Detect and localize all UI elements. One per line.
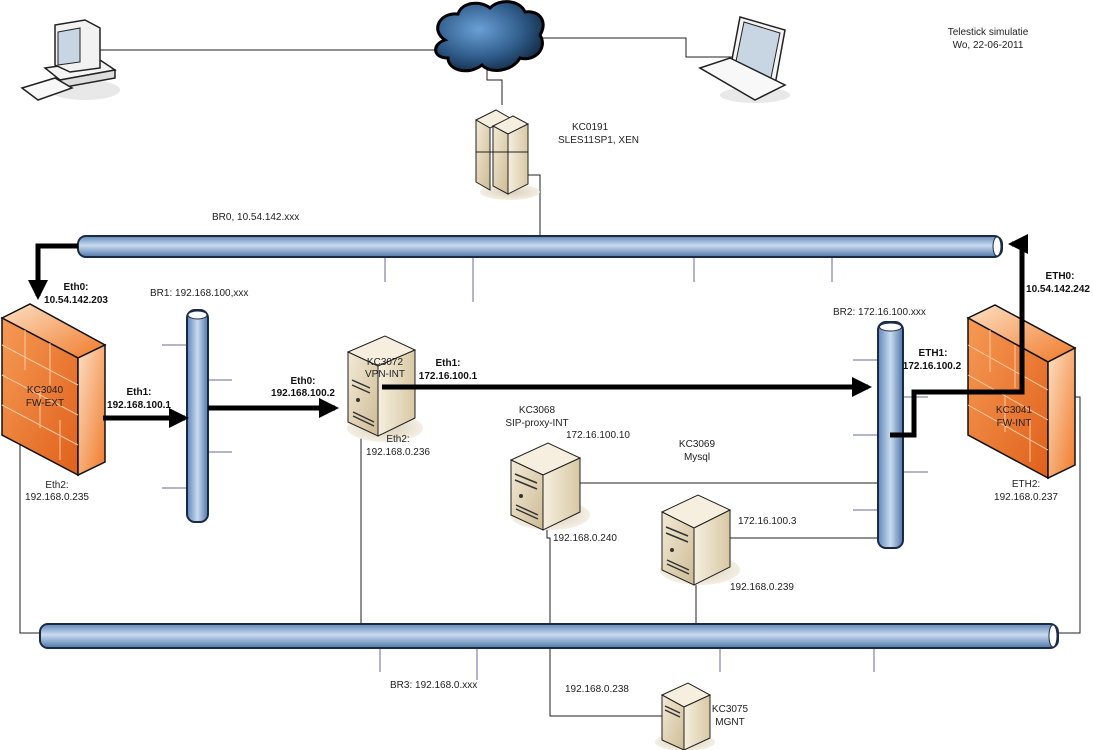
kc3072-eth1-label: Eth1: bbox=[436, 358, 461, 369]
bridge-br0-label: BR0, 10.54.142.xxx bbox=[212, 212, 299, 223]
kc3040-eth0-ip: 10.54.142.203 bbox=[44, 295, 108, 306]
server-tower-icon bbox=[346, 335, 423, 442]
kc3040-role: FW-EXT bbox=[26, 398, 64, 409]
kc3040-eth2-ip: 192.168.0.235 bbox=[25, 492, 89, 503]
kc3072-eth0-ip: 192.168.100.2 bbox=[271, 388, 335, 399]
kc3041-name: KC3041 bbox=[996, 405, 1033, 416]
kc3041-eth1-label: ETH1: bbox=[919, 348, 948, 359]
arrow-br2-to-br0 bbox=[890, 234, 1028, 438]
server-cluster-icon bbox=[474, 109, 540, 200]
bridge-br1 bbox=[186, 309, 209, 523]
bridge-br3-label: BR3: 192.168.0.xxx bbox=[390, 680, 477, 691]
kc3069-name: KC3069 bbox=[679, 439, 716, 450]
bridge-br2-label: BR2: 172.16.100.xxx bbox=[833, 307, 926, 318]
kc3069-ip-mgmt: 192.168.0.239 bbox=[730, 582, 794, 593]
server-tower-icon bbox=[655, 682, 715, 750]
kc3068-ip-mgmt: 192.168.0.240 bbox=[553, 533, 617, 544]
kc3041-role: FW-INT bbox=[997, 418, 1032, 429]
kc3072-eth2-label: Eth2: bbox=[386, 434, 409, 445]
header-labels: Telestick simulatie Wo, 22-06-2011 bbox=[948, 27, 1029, 51]
kc0191-role: SLES11SP1, XEN bbox=[558, 135, 639, 146]
thin-links bbox=[19, 37, 1081, 717]
kc3072-eth2-ip: 192.168.0.236 bbox=[366, 447, 430, 458]
kc3069-role: Mysql bbox=[684, 452, 710, 463]
kc3072-role: VPN-INT bbox=[365, 369, 405, 380]
kc3075-role: MGNT bbox=[715, 717, 744, 728]
internet-cloud-icon bbox=[434, 0, 545, 73]
diagram-date: Wo, 22-06-2011 bbox=[953, 40, 1024, 51]
kc3041-eth0-label: ETH0: bbox=[1046, 271, 1075, 282]
kc3040-eth1-ip: 192.168.100.1 bbox=[107, 400, 171, 411]
kc3040-eth0-label: Eth0: bbox=[64, 282, 89, 293]
laptop-icon bbox=[698, 16, 790, 103]
link-kc0191-br0 bbox=[528, 174, 541, 246]
kc3040-eth2-label: Eth2: bbox=[45, 480, 68, 491]
desktop-computer-icon bbox=[20, 19, 120, 101]
kc3041-eth2-ip: 192.168.0.237 bbox=[994, 492, 1058, 503]
bridge-br1-label: BR1: 192.168.100,xxx bbox=[150, 288, 248, 299]
traffic-path bbox=[28, 234, 1028, 438]
kc3072-name: KC3072 bbox=[367, 357, 404, 368]
kc3072-eth0-label: Eth0: bbox=[291, 376, 316, 387]
link-kc3040-br3 bbox=[19, 440, 40, 634]
kc3068-ip-int: 172.16.100.10 bbox=[566, 430, 630, 441]
diagram-title: Telestick simulatie bbox=[948, 27, 1029, 38]
kc3040-eth1-label: Eth1: bbox=[127, 387, 152, 398]
firewall-icon bbox=[0, 303, 107, 477]
kc0191-name: KC0191 bbox=[572, 122, 609, 133]
kc3041-eth2-label: ETH2: bbox=[1012, 479, 1040, 490]
kc3072-eth1-ip: 172.16.100.1 bbox=[419, 371, 478, 382]
link-cloud-laptop bbox=[540, 37, 740, 58]
server-tower-icon bbox=[509, 442, 590, 531]
bridge-br0 bbox=[77, 235, 1003, 258]
kc3069-ip-int: 172.16.100.3 bbox=[738, 516, 797, 527]
kc3041-eth0-ip: 10.54.142.242 bbox=[1026, 284, 1090, 295]
kc3075-name: KC3075 bbox=[712, 704, 749, 715]
bridge-br3 bbox=[39, 623, 1059, 649]
kc3041-eth1-ip: 172.16.100.2 bbox=[903, 361, 962, 372]
arrow-br0-to-kc3040 bbox=[28, 243, 78, 300]
server-tower-icon bbox=[660, 494, 740, 586]
kc3075-ip-mgmt: 192.168.0.238 bbox=[565, 684, 629, 695]
kc3040-name: KC3040 bbox=[27, 385, 64, 396]
kc3068-role: SIP-proxy-INT bbox=[505, 418, 568, 429]
kc3068-name: KC3068 bbox=[519, 405, 556, 416]
